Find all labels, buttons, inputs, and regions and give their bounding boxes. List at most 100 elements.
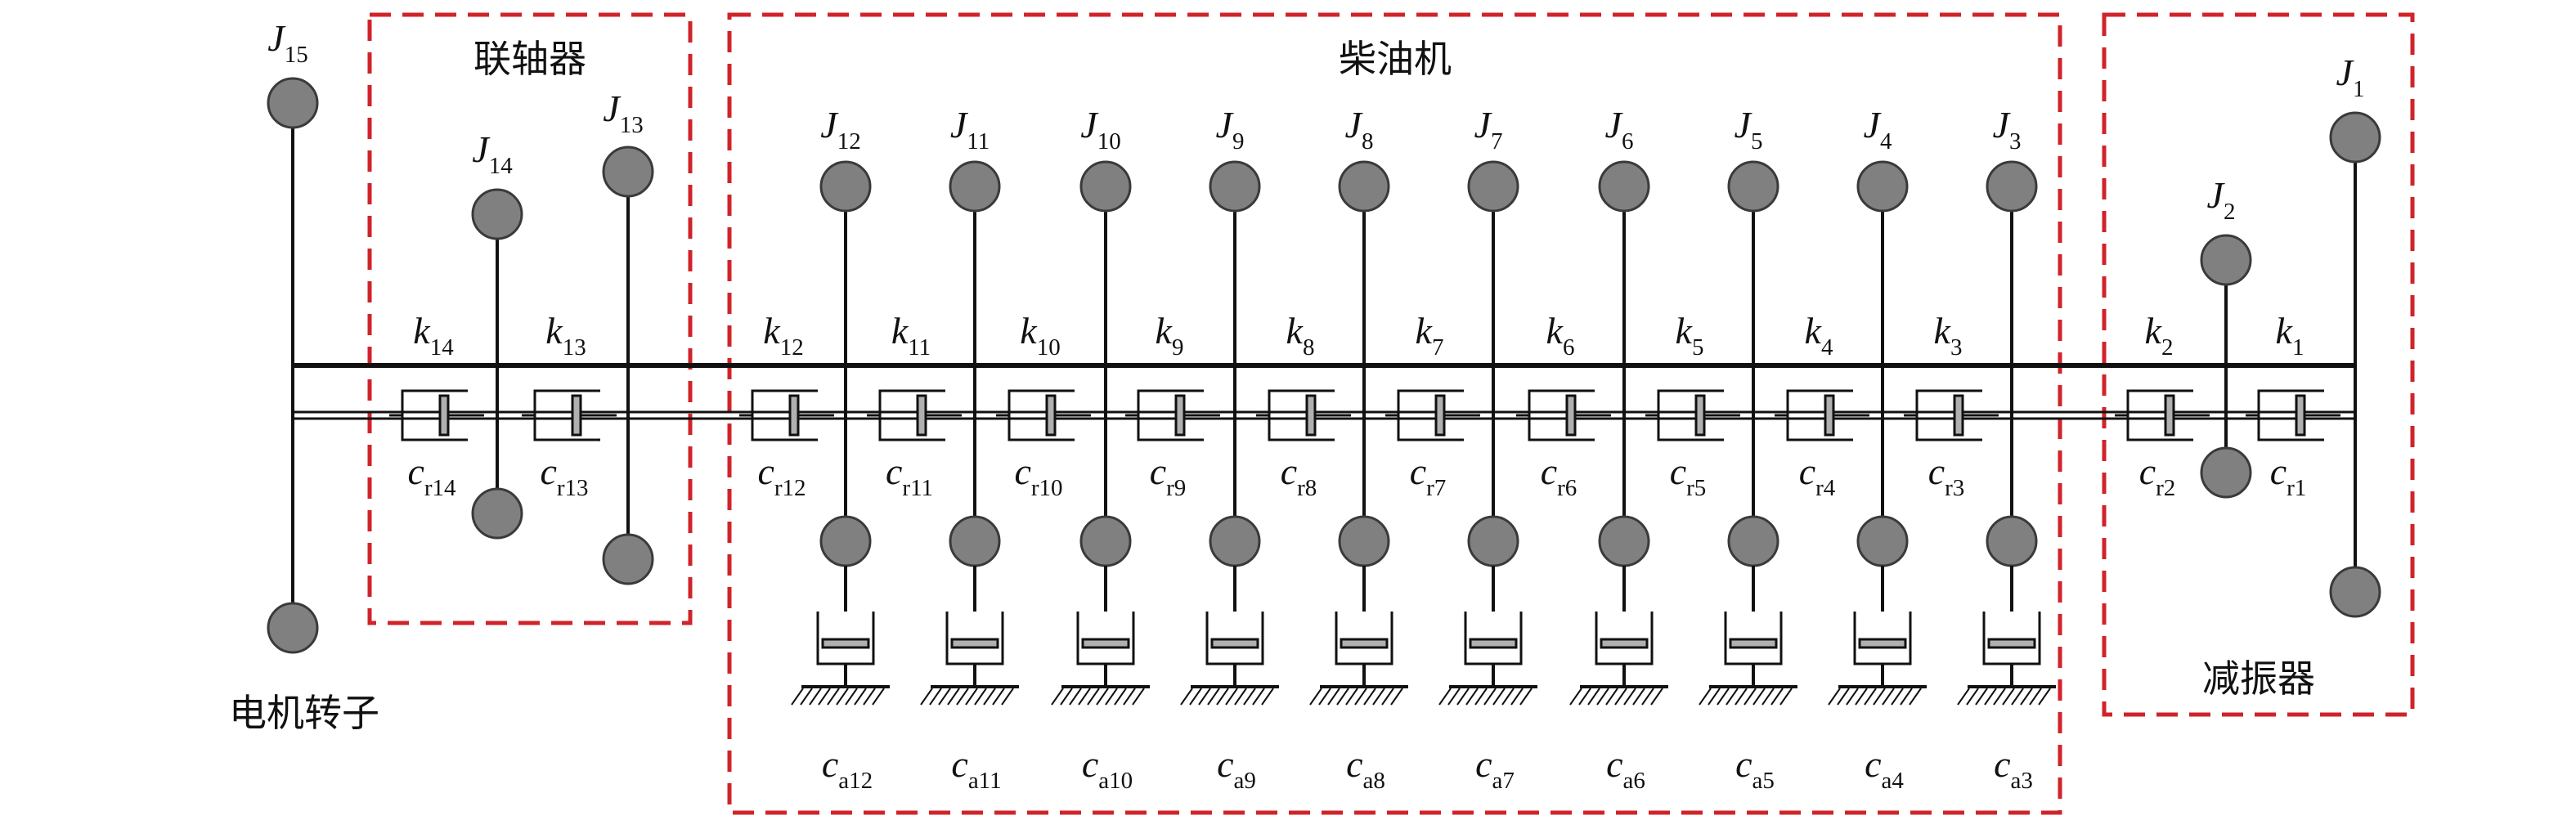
ground-hatch xyxy=(1252,688,1265,706)
ground-hatch xyxy=(1345,688,1358,706)
ground-hatch xyxy=(1354,688,1367,706)
absolute-damper-ca11 xyxy=(920,566,1019,706)
ground-hatch xyxy=(1114,688,1127,706)
ground-hatch xyxy=(2011,688,2024,706)
ground-hatch xyxy=(1587,688,1600,706)
relative-damping-label-cr12: cr12 xyxy=(757,450,806,501)
ground-hatch xyxy=(1735,688,1748,706)
inertia-mass-top-j8 xyxy=(1338,160,1390,213)
ground-hatch xyxy=(1309,688,1322,706)
inertia-mass-top-j4 xyxy=(1856,160,1909,213)
inertia-mass-top-j3 xyxy=(1986,160,2038,213)
relative-damper-cr5 xyxy=(1645,389,1740,441)
ground-hatch xyxy=(1717,688,1730,706)
inertia-label-j3: J3 xyxy=(1993,104,2022,155)
abs-cylinder xyxy=(1982,612,2041,665)
ground-hatch xyxy=(2029,688,2042,706)
ground-hatch xyxy=(836,688,849,706)
inertia-mass-top-j6 xyxy=(1598,160,1650,213)
inertia-mass-top-j5 xyxy=(1727,160,1779,213)
motor-rotor-label: 电机转子 xyxy=(229,692,379,734)
ground-hatch xyxy=(1087,688,1100,706)
damper-group-box xyxy=(2102,12,2415,717)
abs-cylinder xyxy=(1853,612,1912,665)
ground-hatch xyxy=(809,688,822,706)
ground-hatch xyxy=(1234,688,1247,706)
ground-hatch xyxy=(1578,688,1591,706)
relative-damping-label-cr3: cr3 xyxy=(1928,450,1965,501)
relative-damping-label-cr9: cr9 xyxy=(1150,450,1187,501)
inertia-label-j12: J12 xyxy=(820,104,860,155)
abs-piston xyxy=(1987,638,2036,649)
ground-hatch xyxy=(1909,688,1922,706)
abs-cylinder xyxy=(1464,612,1523,665)
ground-hatch xyxy=(1483,688,1497,706)
inertia-mass-bottom-j11 xyxy=(949,515,1001,567)
ground-hatch xyxy=(1327,688,1340,706)
ground-hatch xyxy=(1381,688,1394,706)
inertia-label-j6: J6 xyxy=(1605,104,1634,155)
inertia-mass-bottom-j4 xyxy=(1856,515,1909,567)
ground-hatch xyxy=(1641,688,1654,706)
ground-hatch xyxy=(1614,688,1627,706)
absolute-damping-label-ca4: ca4 xyxy=(1865,743,1904,794)
inertia-mass-top-j11 xyxy=(949,160,1001,213)
ground-hatch xyxy=(1492,688,1506,706)
relative-damper-cr12 xyxy=(739,389,834,441)
ground-hatch xyxy=(1510,688,1524,706)
relative-damper-cr14 xyxy=(389,389,484,441)
inertia-mass-top-j10 xyxy=(1079,160,1132,213)
ground-hatch xyxy=(1837,688,1850,706)
relative-damping-label-cr2: cr2 xyxy=(2139,450,2176,501)
abs-cylinder xyxy=(1076,612,1135,665)
ground-hatch xyxy=(1225,688,1238,706)
inertia-label-j9: J9 xyxy=(1216,104,1245,155)
abs-cylinder xyxy=(945,612,1004,665)
inertia-mass-bottom-j3 xyxy=(1986,515,2038,567)
relative-damping-label-cr11: cr11 xyxy=(886,450,933,501)
relative-damping-label-cr8: cr8 xyxy=(1281,450,1317,501)
ground-hatch xyxy=(1474,688,1488,706)
damper-piston xyxy=(2164,394,2175,437)
abs-cylinder xyxy=(1595,612,1654,665)
ground-hatch xyxy=(1519,688,1533,706)
absolute-damping-label-ca7: ca7 xyxy=(1475,743,1515,794)
inertia-mass-top-j13 xyxy=(602,146,654,198)
relative-damper-cr3 xyxy=(1904,389,1999,441)
ground-hatch xyxy=(1975,688,1988,706)
inertia-mass-bottom-j6 xyxy=(1598,515,1650,567)
inertia-mass-top-j9 xyxy=(1209,160,1261,213)
stiffness-label-k14: k14 xyxy=(413,310,454,361)
stiffness-label-k10: k10 xyxy=(1020,310,1060,361)
abs-piston xyxy=(1340,638,1389,649)
engine-group-box xyxy=(727,12,2062,815)
ground-hatch xyxy=(1216,688,1229,706)
absolute-damping-label-ca8: ca8 xyxy=(1346,743,1385,794)
relative-damper-cr1 xyxy=(2246,389,2340,441)
ground-hatch xyxy=(1390,688,1403,706)
ground-hatch xyxy=(818,688,831,706)
inertia-label-j1: J1 xyxy=(2336,52,2365,102)
abs-piston xyxy=(950,638,999,649)
damper-piston xyxy=(788,394,800,437)
coupling-group-label: 联轴器 xyxy=(473,38,586,80)
absolute-damper-ca12 xyxy=(791,566,890,706)
damper-piston xyxy=(1434,394,1446,437)
inertia-label-j10: J10 xyxy=(1080,104,1120,155)
stiffness-label-k8: k8 xyxy=(1286,310,1315,361)
ground-hatch xyxy=(1363,688,1376,706)
damper-group-label: 减振器 xyxy=(2202,658,2315,700)
ground-hatch xyxy=(854,688,867,706)
ground-hatch xyxy=(2002,688,2015,706)
abs-piston xyxy=(1210,638,1259,649)
engine-group-label: 柴油机 xyxy=(1339,38,1452,80)
ground-hatch xyxy=(1501,688,1515,706)
absolute-damper-ca8 xyxy=(1309,566,1408,706)
ground-hatch xyxy=(1650,688,1663,706)
damper-piston xyxy=(1824,394,1835,437)
ground-hatch xyxy=(1132,688,1145,706)
absolute-damper-ca7 xyxy=(1438,566,1537,706)
abs-piston xyxy=(1600,638,1649,649)
ground-hatch xyxy=(1596,688,1609,706)
